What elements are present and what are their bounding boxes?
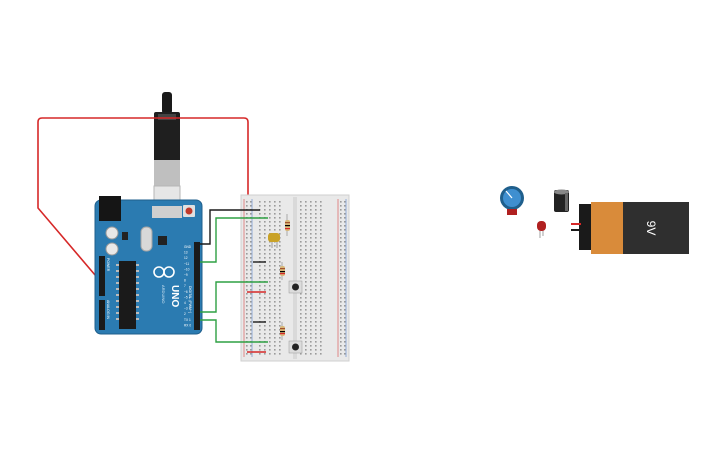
- reset-button[interactable]: [185, 207, 193, 215]
- resistor-button-2[interactable]: [280, 322, 285, 340]
- battery-9v[interactable]: 9V: [571, 202, 689, 254]
- pin-label: 8: [184, 279, 186, 283]
- analog-header[interactable]: [99, 300, 105, 330]
- pin-label: ~5: [184, 295, 188, 299]
- battery-label: 9V: [644, 221, 658, 236]
- red-led[interactable]: [537, 221, 546, 238]
- green-wire-led[interactable]: [200, 217, 268, 263]
- black-wire-gnd[interactable]: [200, 209, 260, 245]
- pin-label: 4: [184, 301, 186, 305]
- pushbutton-1[interactable]: [288, 280, 303, 294]
- pin-label: ~3: [184, 307, 188, 311]
- resistor-button-1[interactable]: [280, 262, 285, 280]
- pin-label: RX 0: [184, 323, 191, 327]
- resistor-led[interactable]: [285, 214, 290, 236]
- pin-label: GND: [184, 245, 192, 249]
- pin-label: 12: [184, 256, 188, 260]
- board-logo-text: UNO: [169, 285, 180, 307]
- led-yellow[interactable]: [268, 233, 280, 248]
- power-jack[interactable]: [99, 196, 121, 221]
- digital-header[interactable]: [194, 242, 200, 330]
- green-wire-button-1[interactable]: [200, 281, 268, 313]
- breadboard[interactable]: [240, 194, 350, 362]
- pin-label: ~6: [184, 290, 188, 294]
- electrolytic-capacitor[interactable]: [554, 189, 569, 213]
- pin-label: 13: [184, 251, 188, 255]
- power-header-label: POWER: [106, 258, 110, 272]
- pushbutton-2[interactable]: [288, 340, 303, 354]
- pin-label: ~11: [184, 262, 189, 266]
- red-wire-5v[interactable]: [37, 117, 249, 283]
- analog-header-label: ANALOG IN: [106, 300, 110, 320]
- pin-label: ~10: [184, 267, 190, 271]
- green-wire-button-2[interactable]: [200, 319, 268, 343]
- pin-label: 7: [184, 284, 186, 288]
- board-brand-text: ARDUINO: [161, 285, 166, 303]
- arduino-logo-icon: [153, 266, 175, 278]
- atmega-chip: [119, 261, 136, 329]
- arduino-uno-board[interactable]: UNO ARDUINO DIGITAL (PWM~) ANALOG IN POW…: [94, 196, 203, 335]
- potentiometer[interactable]: [500, 186, 524, 215]
- pin-label: TX 1: [184, 318, 191, 322]
- digital-header-label: DIGITAL (PWM~): [188, 286, 192, 313]
- pin-label: ~9: [184, 273, 188, 277]
- pin-label: 2: [184, 312, 186, 316]
- power-header[interactable]: [99, 256, 105, 296]
